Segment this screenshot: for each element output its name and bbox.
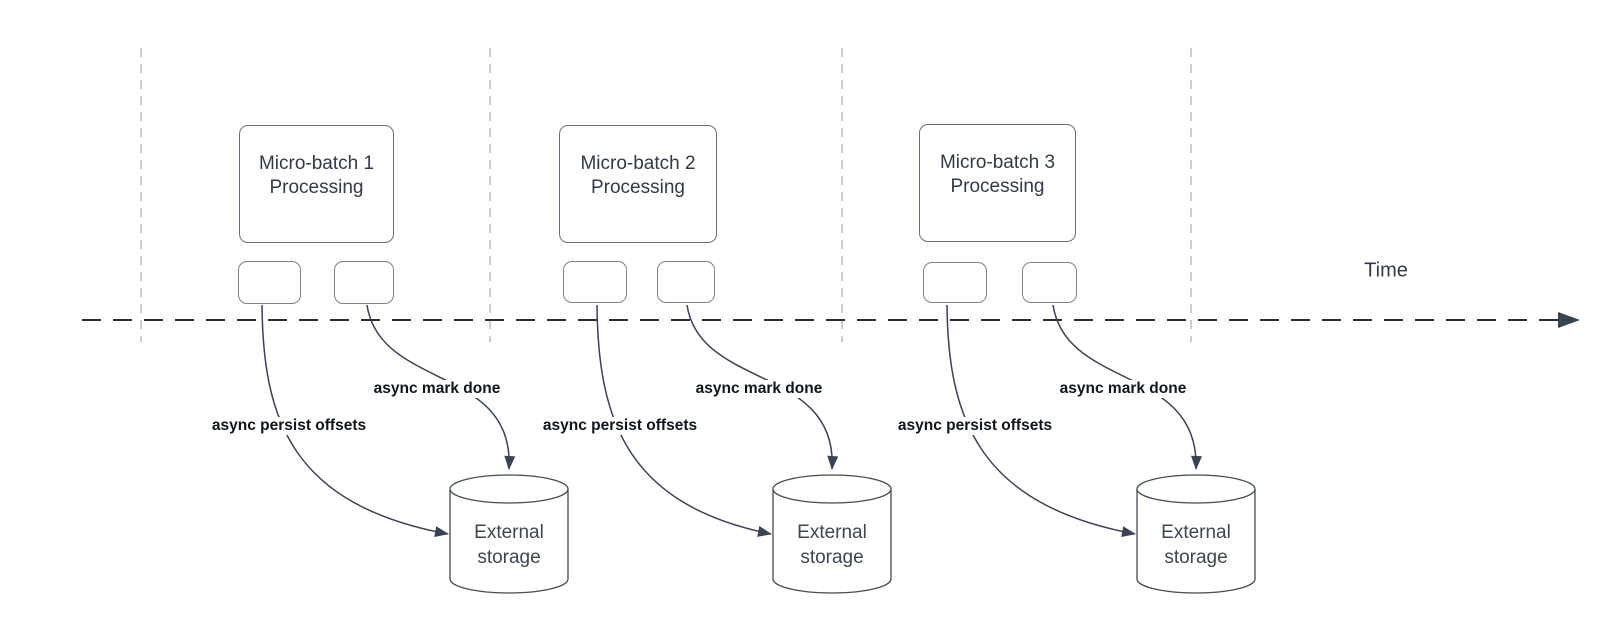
- mark-done-arrow-3: [1052, 304, 1202, 470]
- persist-offsets-label-3: async persist offsets: [895, 417, 1055, 435]
- mark-done-arrow-2: [686, 304, 839, 470]
- persist-offsets-label-1: async persist offsets: [209, 417, 369, 435]
- async-op-rect-1-right: [334, 261, 394, 304]
- persist-offsets-arrow-3: [946, 304, 1136, 538]
- mark-done-label-2: async mark done: [693, 380, 825, 398]
- mark-done-arrow-1: [366, 304, 516, 470]
- external-storage-cylinder-3: [1136, 474, 1256, 594]
- persist-offsets-arrow-1: [261, 304, 449, 538]
- async-op-rect-2-right: [657, 261, 715, 303]
- persist-offsets-arrow-2: [596, 304, 772, 537]
- mark-done-label-1: async mark done: [371, 380, 503, 398]
- async-op-rect-1-left: [238, 261, 301, 304]
- storage-label-2: External storage: [797, 522, 867, 568]
- storage-label-1: External storage: [474, 522, 544, 568]
- micro-batch-1-box: Micro-batch 1 Processing: [239, 125, 394, 243]
- storage-label-3: External storage: [1161, 522, 1231, 568]
- async-op-rect-3-left: [923, 262, 987, 303]
- mark-done-label-3: async mark done: [1057, 380, 1189, 398]
- persist-offsets-label-2: async persist offsets: [540, 417, 700, 435]
- async-op-rect-2-left: [563, 261, 627, 303]
- micro-batch-2-box: Micro-batch 2 Processing: [559, 125, 717, 243]
- micro-batch-3-box: Micro-batch 3 Processing: [919, 124, 1076, 242]
- async-op-rect-3-right: [1022, 262, 1077, 303]
- timeline-arrowhead-icon: [1558, 312, 1580, 328]
- external-storage-cylinder-2: [772, 474, 892, 594]
- time-label: Time: [1364, 259, 1408, 282]
- external-storage-cylinder-1: [449, 474, 569, 594]
